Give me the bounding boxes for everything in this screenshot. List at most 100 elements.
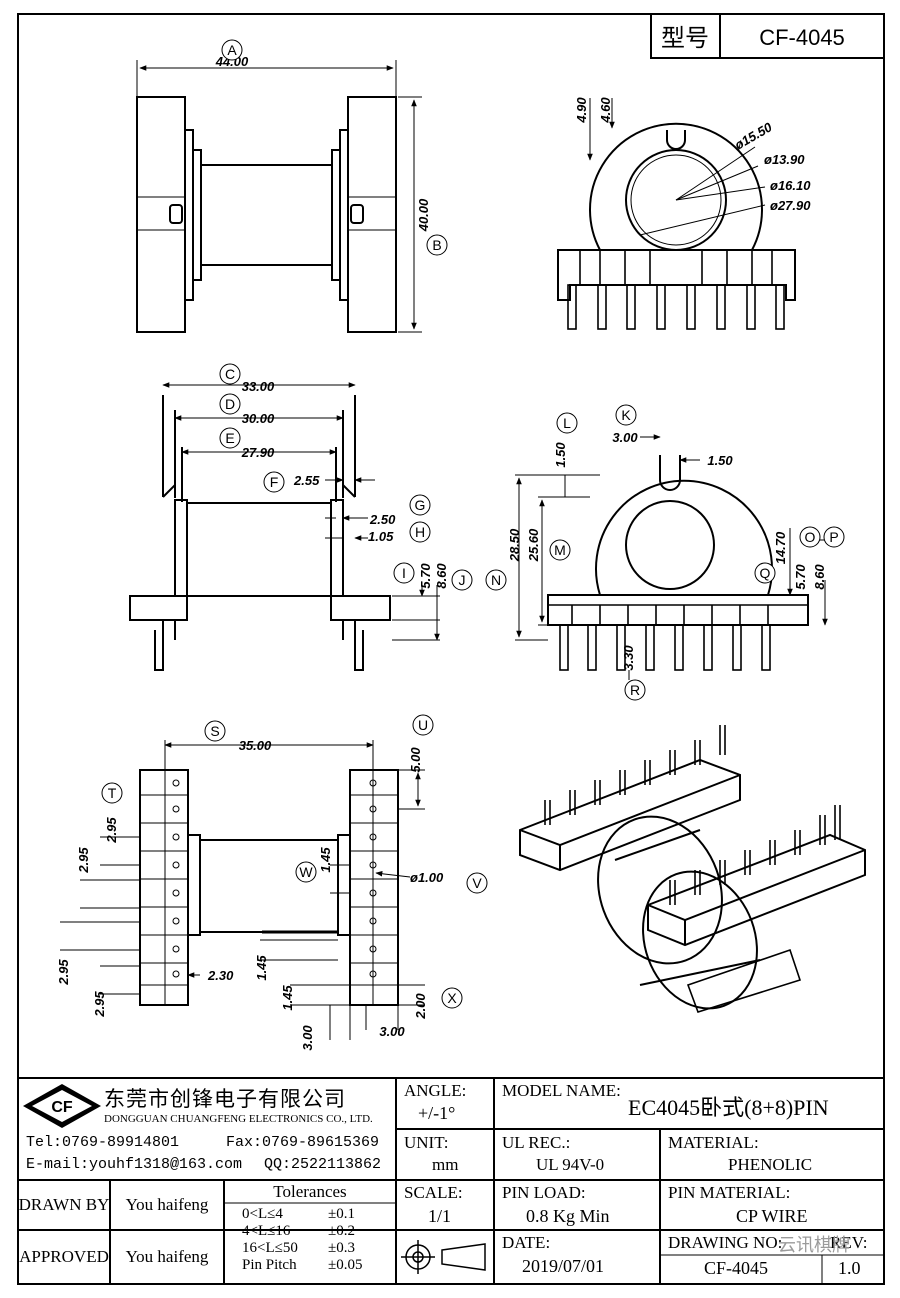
side-view-top-labels: 44.00 40.00 A B [215,39,448,256]
dim-25-60: 25.60 [526,528,541,562]
drawn-by-label: DRAWN BY [18,1195,110,1214]
tel: Tel:0769-89914801 [26,1134,180,1151]
callout-q: Q [760,565,771,581]
callout-e: E [225,430,234,446]
front-view-top [557,98,796,330]
dim-33: 33.00 [242,379,275,394]
callout-d: D [225,396,235,412]
rev-value: 1.0 [838,1258,861,1278]
callout-b: B [432,237,441,253]
callout-m: M [554,542,566,558]
front-view-mid-callouts: L K M N O P Q R [485,404,845,701]
logo-text: CF [51,1099,73,1116]
sheet-frame [17,13,885,1285]
dim-2-00: 2.00 [413,993,428,1020]
pin-load-label: PIN LOAD: [502,1183,586,1202]
scale-label: SCALE: [404,1183,463,1202]
callout-g: G [415,497,426,513]
dim-3-00a: 3.00 [300,1025,315,1051]
unit-value: mm [432,1155,459,1174]
dim-1-45b: 1.45 [254,955,269,981]
dim-d1-00: ø1.00 [410,870,444,885]
callout-r: R [630,682,640,698]
drawing-no-value: CF-4045 [704,1258,769,1278]
material-value: PHENOLIC [728,1155,813,1174]
dim-2-95a: 2.95 [104,817,119,844]
dim-3-00: 3.00 [612,430,638,445]
bottom-view-labels: 35.00 5.00 2.95 2.95 1.45 ø1.00 2.30 1.4… [56,738,444,1051]
model-code: CF-4045 [759,25,845,50]
tolerance-values: ±0.1 ±0.2 ±0.3 ±0.05 [328,1206,362,1274]
pin-material-label: PIN MATERIAL: [668,1183,791,1202]
angle-label: ANGLE: [404,1081,467,1100]
drawing-no-label: DRAWING NO: [668,1233,783,1252]
tolerance-range-3: 16<L≤50 [242,1240,298,1256]
dim-3-30: 3.30 [621,645,636,671]
pin-material-value: CP WIRE [736,1206,808,1226]
company-name-cn: 东莞市创锋电子有限公司 [104,1087,346,1111]
dim-40: 40.00 [416,198,431,232]
side-view-mid-labels: 33.00 30.00 27.90 2.55 2.50 1.05 5.70 8.… [241,379,449,589]
drawn-by-value: You haifeng [125,1195,209,1214]
dim-3-00b: 3.00 [379,1024,405,1039]
callout-h: H [415,524,425,540]
approved-label: APPROVED [19,1247,109,1266]
callout-p: P [829,529,838,545]
date-label: DATE: [502,1233,551,1252]
material-label: MATERIAL: [668,1133,759,1152]
title-block-lines [18,1077,884,1284]
dim-2-30: 2.30 [207,968,234,983]
side-view-mid-callouts: C D E F G H I J [219,363,473,591]
model-name-value: EC4045卧式(8+8)PIN [628,1095,829,1120]
tolerance-ranges: 0<L≤4 4<L≤16 16<L≤50 Pin Pitch [242,1206,298,1274]
dim-35: 35.00 [239,738,272,753]
dim-1-05: 1.05 [368,529,394,544]
callout-t: T [108,785,117,801]
callout-o: O [805,529,816,545]
front-view-mid-labels: 1.50 3.00 1.50 28.50 25.60 14.70 5.70 8.… [507,430,827,671]
dim-5-70: 5.70 [793,564,808,590]
unit-label: UNIT: [404,1133,449,1152]
company-logo: CF [23,1084,101,1128]
tolerance-range-2: 4<L≤16 [242,1223,291,1239]
tolerance-range-1: 0<L≤4 [242,1206,283,1222]
fax: Fax:0769-89615369 [226,1134,380,1151]
callout-j: J [459,572,466,588]
watermark: 云讯棋牌 [778,1235,850,1255]
tolerance-value-3: ±0.3 [328,1240,355,1256]
callout-a: A [227,42,237,58]
callout-l: L [563,415,571,431]
front-view-mid [515,434,830,680]
isometric-view [519,725,866,1013]
dim-2-95c: 2.95 [56,959,71,986]
header-box: 型号 CF-4045 [650,13,885,59]
callout-s: S [210,723,219,739]
callout-v: V [472,875,482,891]
ul-value: UL 94V-0 [536,1155,605,1174]
dim-4-90: 4.90 [574,97,589,124]
side-view-mid [129,382,440,671]
dim-28-50: 28.50 [507,528,522,562]
rev-label: REV: [830,1233,868,1252]
company-name-en: DONGGUAN CHUANGFENG ELECTRONICS CO., LTD… [104,1113,373,1125]
side-view-top [136,60,422,333]
dim-2-95b: 2.95 [76,847,91,874]
dim-5-00: 5.00 [408,747,423,773]
dim-1-50b: 1.50 [707,453,733,468]
callout-f: F [270,474,279,490]
dim-4-60: 4.60 [598,97,613,124]
callout-x: X [447,990,457,1006]
dim-14-70: 14.70 [773,531,788,564]
pin-load-value: 0.8 Kg Min [526,1206,610,1226]
dim-27-90: 27.90 [241,445,275,460]
tolerance-range-4: Pin Pitch [242,1257,297,1273]
dim-d27-90: ø27.90 [770,198,811,213]
qq: QQ:2522113862 [264,1156,382,1173]
dim-d13-90: ø13.90 [764,152,805,167]
ul-label: UL REC.: [502,1133,571,1152]
dim-30: 30.00 [242,411,275,426]
callout-k: K [621,407,631,423]
tolerances-label: Tolerances [273,1181,347,1201]
